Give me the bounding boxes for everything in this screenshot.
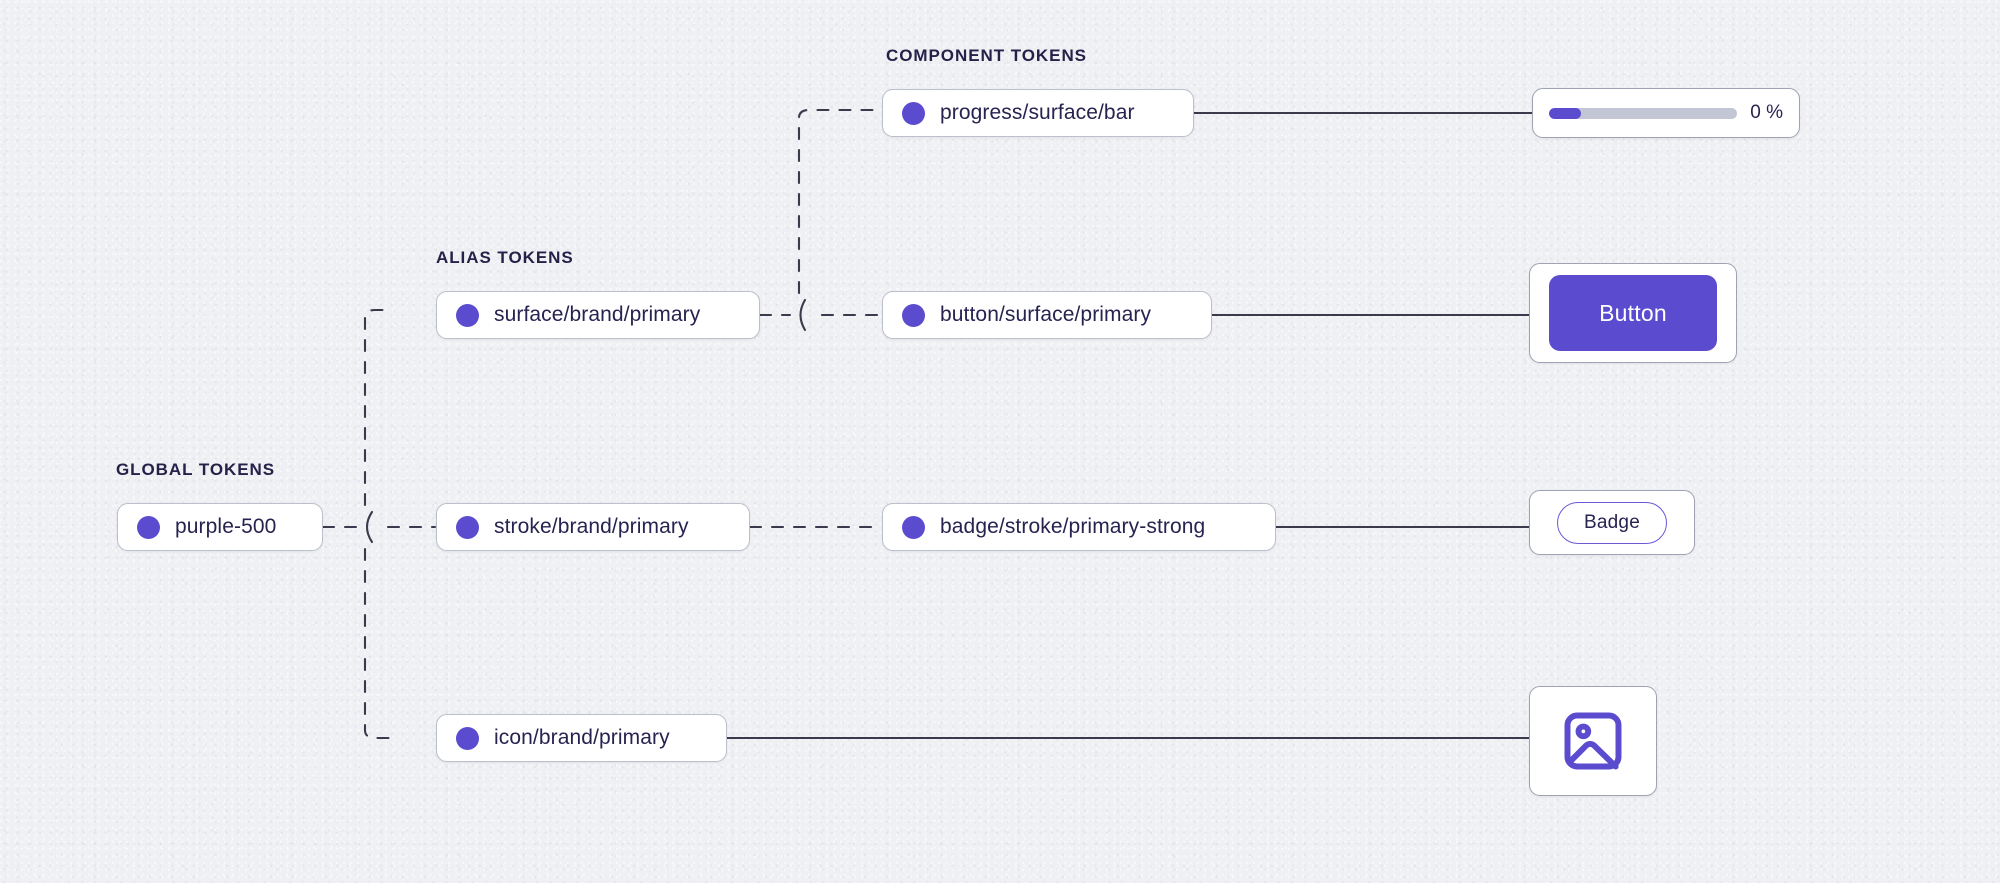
progress-percent-label: 0 % [1750, 102, 1783, 123]
token-label: purple-500 [175, 515, 277, 538]
caption-component-tokens: COMPONENT TOKENS [886, 46, 1087, 65]
progress-track [1549, 107, 1738, 119]
token-label: stroke/brand/primary [494, 515, 689, 538]
demo-button[interactable]: Button [1549, 275, 1717, 351]
color-swatch-icon [902, 303, 925, 327]
color-swatch-icon [137, 515, 160, 539]
token-label: button/surface/primary [940, 303, 1152, 326]
preview-progress-bar: 0 % [1532, 88, 1800, 138]
preview-badge-card: Badge [1529, 490, 1695, 555]
junction-arc [365, 510, 374, 544]
wire-junction-up-surface [363, 308, 392, 507]
wire-junction-down-icon [363, 547, 392, 740]
token-label: badge/stroke/primary-strong [940, 515, 1206, 538]
preview-button-card: Button [1529, 263, 1737, 363]
junction2-arc [799, 298, 807, 332]
demo-badge: Badge [1557, 501, 1667, 544]
token-node-surface-brand-primary[interactable]: surface/brand/primary [436, 291, 760, 339]
caption-alias-tokens: ALIAS TOKENS [436, 248, 574, 267]
token-node-stroke-brand-primary[interactable]: stroke/brand/primary [436, 503, 750, 551]
color-swatch-icon [456, 515, 479, 539]
token-label: surface/brand/primary [494, 303, 701, 326]
image-icon [1564, 712, 1622, 770]
wire-junction2-up-progress [797, 108, 882, 295]
color-swatch-icon [902, 101, 925, 125]
token-node-badge-stroke-primary-strong[interactable]: badge/stroke/primary-strong [882, 503, 1276, 551]
caption-global-tokens: GLOBAL TOKENS [116, 460, 276, 479]
progress-fill [1549, 107, 1581, 119]
token-label: icon/brand/primary [494, 726, 670, 749]
color-swatch-icon [456, 303, 479, 327]
token-node-purple-500[interactable]: purple-500 [117, 503, 323, 551]
preview-icon-card [1529, 686, 1657, 796]
token-node-progress-surface-bar[interactable]: progress/surface/bar [882, 89, 1194, 137]
token-node-button-surface-primary[interactable]: button/surface/primary [882, 291, 1212, 339]
color-swatch-icon [902, 515, 925, 539]
color-swatch-icon [456, 726, 479, 750]
token-label: progress/surface/bar [940, 101, 1135, 124]
token-node-icon-brand-primary[interactable]: icon/brand/primary [436, 714, 727, 762]
